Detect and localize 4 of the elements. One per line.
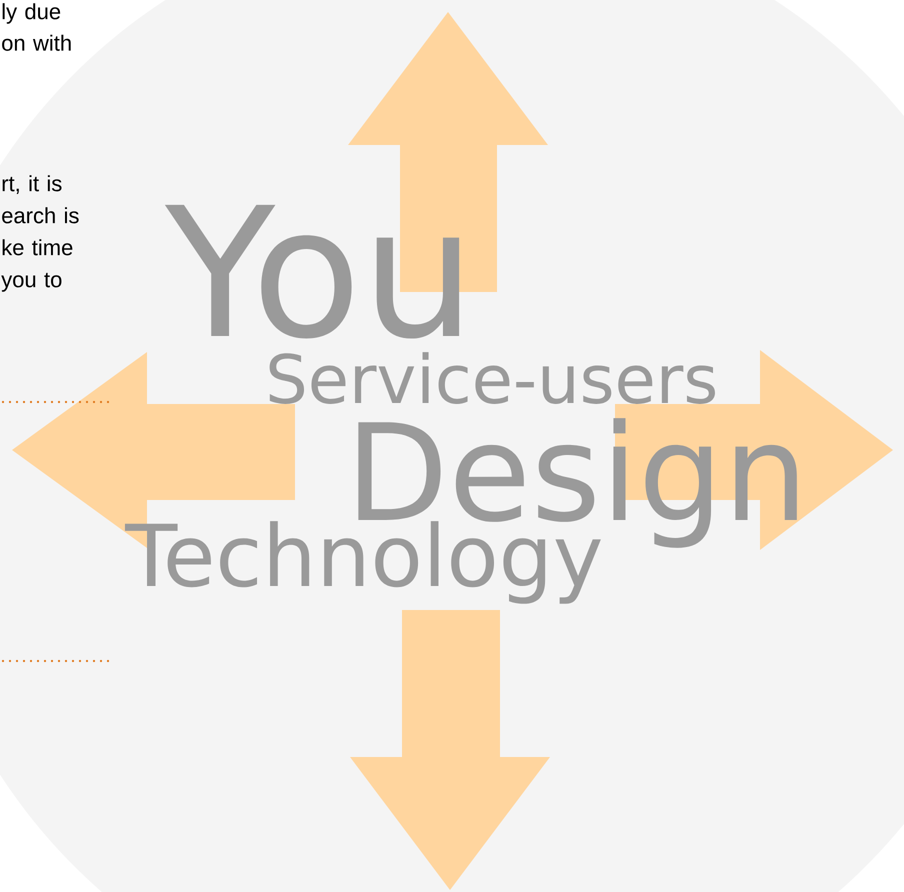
keyword-text: Service-users (270, 352, 715, 404)
paragraph-fragment: ly due on with (2, 3, 71, 51)
paragraph-fragment: rt, it is earch is ke time you to (1, 175, 79, 292)
keyword-text: You (164, 204, 460, 339)
